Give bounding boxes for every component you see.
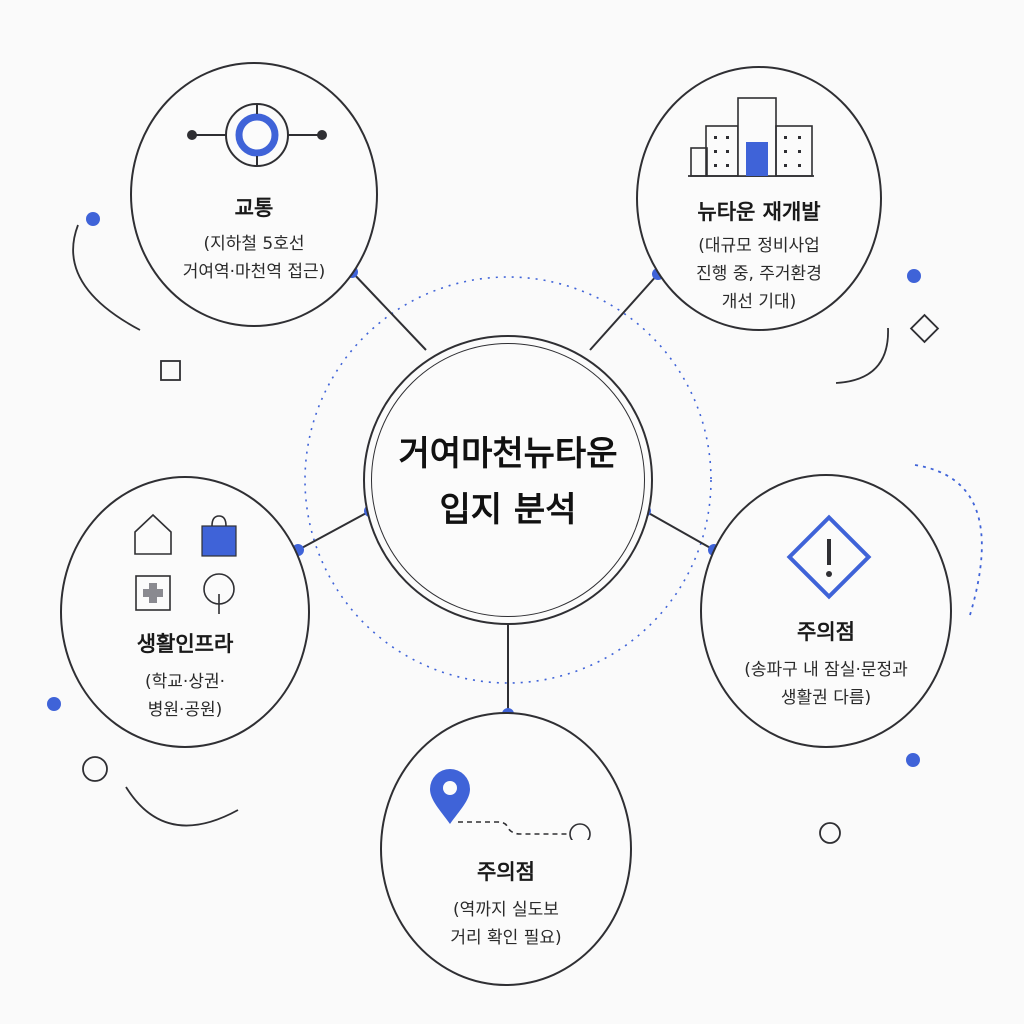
decor-arc xyxy=(835,327,889,384)
node-infra-desc-line2: 병원·공원) xyxy=(147,700,223,720)
node-caution-area-title: 주의점 xyxy=(797,620,855,644)
node-caution-area-desc-line1: (송파구 내 잠실·문정과 xyxy=(744,660,908,680)
decor-dot xyxy=(907,269,921,283)
decor-dot xyxy=(906,753,920,767)
connector-infra xyxy=(297,510,371,551)
metro-station-icon xyxy=(187,103,327,167)
connector-caution-area xyxy=(644,510,715,551)
node-infra-title: 생활인프라 xyxy=(136,632,234,656)
node-caution-area: 주의점 (송파구 내 잠실·문정과 생활권 다름) xyxy=(700,474,952,748)
node-infra-desc-line1: (학교·상권· xyxy=(145,672,225,692)
node-transport-desc-line1: (지하철 5호선 xyxy=(203,234,305,254)
node-newtown-desc-line1: (대규모 정비사업 xyxy=(698,236,820,256)
decor-ring xyxy=(82,756,108,782)
center-node: 거여마천뉴타운 입지 분석 xyxy=(363,335,653,625)
center-title-line2: 입지 분석 xyxy=(439,490,577,530)
decor-diamond xyxy=(909,313,940,344)
decor-arc xyxy=(72,224,141,331)
node-transport-title: 교통 xyxy=(234,196,274,220)
node-newtown-desc-line2: 진행 중, 주거환경 xyxy=(696,264,822,284)
decor-square xyxy=(160,360,181,381)
decor-dot xyxy=(47,697,61,711)
house-icon xyxy=(134,513,172,555)
decor-dot xyxy=(86,212,100,226)
node-caution-walk-desc-line1: (역까지 실도보 xyxy=(453,900,559,920)
hospital-icon xyxy=(135,575,171,611)
node-caution-walk-title: 주의점 xyxy=(477,860,535,884)
node-caution-area-desc-line2: 생활권 다름) xyxy=(780,688,872,708)
node-newtown: 뉴타운 재개발 (대규모 정비사업 진행 중, 주거환경 개선 기대) xyxy=(636,66,882,331)
decor-dashed-arc xyxy=(914,464,983,616)
node-newtown-desc-line3: 개선 기대) xyxy=(721,292,797,312)
orbit-ring xyxy=(304,276,712,684)
connector-transport xyxy=(351,271,427,351)
warning-icon xyxy=(786,514,872,600)
node-transport: 교통 (지하철 5호선 거여역·마천역 접근) xyxy=(130,62,378,327)
center-title-line1: 거여마천뉴타운 xyxy=(398,434,618,474)
node-caution-walk-desc-line2: 거리 확인 필요) xyxy=(450,928,562,948)
connector-newtown xyxy=(589,273,659,351)
center-inner-ring xyxy=(371,343,645,617)
decor-ring xyxy=(819,822,841,844)
tree-icon xyxy=(203,573,235,614)
node-infra: 생활인프라 (학교·상권· 병원·공원) xyxy=(60,476,310,748)
location-pin-icon xyxy=(430,769,591,840)
buildings-icon xyxy=(688,97,814,177)
node-transport-desc-line2: 거여역·마천역 접근) xyxy=(182,262,326,282)
decor-arc xyxy=(125,786,239,827)
node-newtown-title: 뉴타운 재개발 xyxy=(697,200,821,224)
node-caution-walk: 주의점 (역까지 실도보 거리 확인 필요) xyxy=(380,712,632,986)
shopping-bag-icon xyxy=(201,515,237,557)
